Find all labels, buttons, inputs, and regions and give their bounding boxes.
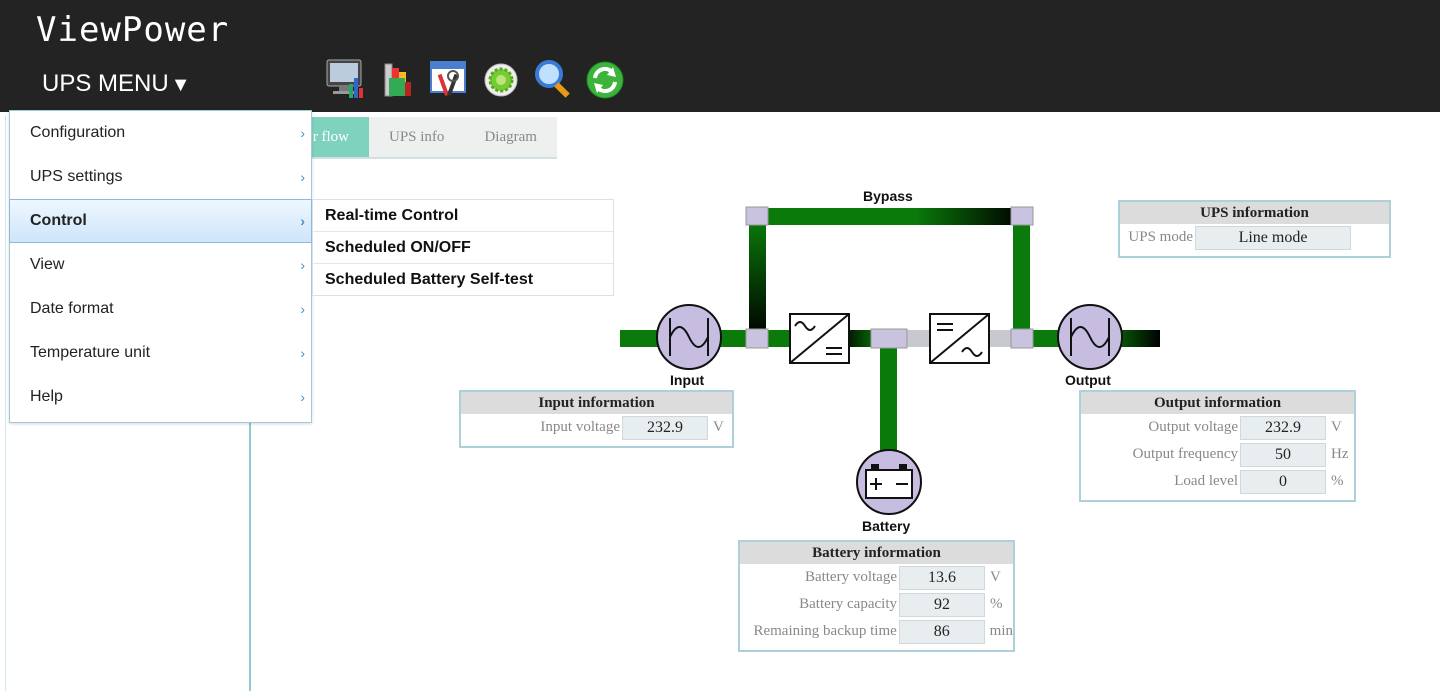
app-title: ViewPower xyxy=(36,10,230,50)
menu-item-control[interactable]: Control › xyxy=(9,199,312,243)
connector-bypass-right xyxy=(1010,206,1034,226)
battery-capacity-label: Battery capacity xyxy=(799,596,897,612)
output-voltage-row: Output voltage 232.9 V xyxy=(1081,414,1354,441)
backup-time-row: Remaining backup time 86 min xyxy=(740,618,1013,645)
backup-time-label: Remaining backup time xyxy=(753,623,897,639)
input-voltage-value: 232.9 xyxy=(622,415,708,440)
rectifier-icon xyxy=(789,313,850,364)
load-level-unit: % xyxy=(1331,473,1344,489)
output-voltage-label: Output voltage xyxy=(1148,419,1238,435)
output-info-panel: Output information Output voltage 232.9 … xyxy=(1079,390,1356,502)
menu-item-date-format[interactable]: Date format › xyxy=(10,287,311,331)
magnifier-icon[interactable] xyxy=(533,58,573,100)
chevron-right-icon: › xyxy=(300,301,305,317)
bypass-left-line xyxy=(749,220,766,338)
battery-info-title: Battery information xyxy=(740,542,1013,564)
refresh-icon[interactable] xyxy=(585,58,625,100)
output-info-title: Output information xyxy=(1081,392,1354,414)
menu-item-configuration[interactable]: Configuration › xyxy=(10,111,311,155)
output-frequency-label: Output frequency xyxy=(1132,446,1238,462)
bypass-line xyxy=(756,208,1022,225)
inverter-icon xyxy=(929,313,990,364)
caret-down-icon: ▼ xyxy=(170,74,191,96)
backup-time-unit: min xyxy=(989,623,1013,639)
menu-item-label: Temperature unit xyxy=(30,344,151,361)
connector-bypass-left xyxy=(745,206,769,226)
chevron-right-icon: › xyxy=(300,345,305,361)
battery-voltage-unit: V xyxy=(990,569,1001,585)
menu-item-view[interactable]: View › xyxy=(10,243,311,287)
battery-line xyxy=(880,345,897,455)
battery-capacity-unit: % xyxy=(990,596,1003,612)
ups-mode-row: UPS mode Line mode xyxy=(1120,224,1389,251)
submenu-item-real-time-control[interactable]: Real-time Control xyxy=(313,200,613,232)
menu-item-label: UPS settings xyxy=(30,168,123,185)
chevron-right-icon: › xyxy=(300,125,305,141)
input-voltage-row: Input voltage 232.9 V xyxy=(461,414,732,441)
window-tools-icon[interactable] xyxy=(429,58,469,100)
output-ac-icon xyxy=(1057,304,1123,370)
tab-ups-info[interactable]: UPS info xyxy=(369,117,465,157)
menu-item-label: Help xyxy=(30,388,63,405)
chevron-right-icon: › xyxy=(300,213,305,229)
ups-menu-dropdown: Configuration › UPS settings › Control › Vi… xyxy=(9,110,312,423)
output-frequency-row: Output frequency 50 Hz xyxy=(1081,441,1354,468)
toolbar xyxy=(325,58,625,100)
input-voltage-label: Input voltage xyxy=(540,419,620,435)
input-label: Input xyxy=(670,372,705,388)
input-ac-icon xyxy=(656,304,722,370)
battery-capacity-value: 92 xyxy=(899,592,985,617)
load-level-value: 0 xyxy=(1240,469,1326,494)
battery-voltage-value: 13.6 xyxy=(899,565,985,590)
control-submenu: Real-time Control Scheduled ON/OFF Sched… xyxy=(312,199,614,296)
gear-icon[interactable] xyxy=(481,58,521,100)
books-icon[interactable] xyxy=(377,58,417,100)
chevron-right-icon: › xyxy=(300,257,305,273)
output-frequency-value: 50 xyxy=(1240,442,1326,467)
input-voltage-unit: V xyxy=(713,419,724,435)
tab-diagram[interactable]: Diagram xyxy=(464,117,557,157)
input-info-title: Input information xyxy=(461,392,732,414)
ups-info-panel: UPS information UPS mode Line mode xyxy=(1118,200,1391,258)
connector-input-junction xyxy=(745,328,769,349)
ups-info-title: UPS information xyxy=(1120,202,1389,224)
battery-info-panel: Battery information Battery voltage 13.6… xyxy=(738,540,1015,652)
connector-battery-junction xyxy=(870,328,908,349)
output-voltage-unit: V xyxy=(1331,419,1342,435)
menu-item-label: View xyxy=(30,256,65,273)
menu-item-help[interactable]: Help › xyxy=(10,375,311,419)
battery-label: Battery xyxy=(862,518,911,534)
submenu-item-scheduled-battery-self-test[interactable]: Scheduled Battery Self-test xyxy=(325,271,534,288)
chevron-right-icon: › xyxy=(300,169,305,185)
load-level-label: Load level xyxy=(1174,473,1238,489)
bypass-label: Bypass xyxy=(863,188,913,204)
submenu-item-scheduled-on-off[interactable]: Scheduled ON/OFF xyxy=(313,232,613,264)
menu-item-label: Date format xyxy=(30,300,114,317)
ups-menu-button[interactable]: UPS MENU▼ xyxy=(42,70,190,98)
battery-capacity-row: Battery capacity 92 % xyxy=(740,591,1013,618)
battery-voltage-label: Battery voltage xyxy=(804,569,897,585)
ups-menu-label: UPS MENU xyxy=(42,70,169,97)
input-info-panel: Input information Input voltage 232.9 V xyxy=(459,390,734,448)
backup-time-value: 86 xyxy=(898,619,985,644)
battery-icon xyxy=(856,449,922,515)
header-bar: ViewPower UPS MENU▼ xyxy=(0,0,1440,112)
menu-item-ups-settings[interactable]: UPS settings › xyxy=(10,155,311,199)
menu-item-label: Control xyxy=(30,212,87,229)
load-level-row: Load level 0 % xyxy=(1081,468,1354,495)
bypass-right-line xyxy=(1013,220,1030,338)
output-label: Output xyxy=(1065,372,1111,388)
output-frequency-unit: Hz xyxy=(1331,446,1349,462)
menu-item-label: Configuration xyxy=(30,124,126,141)
monitor-chart-icon[interactable] xyxy=(325,58,365,100)
battery-voltage-row: Battery voltage 13.6 V xyxy=(740,564,1013,591)
menu-item-temperature-unit[interactable]: Temperature unit › xyxy=(10,331,311,375)
output-voltage-value: 232.9 xyxy=(1240,415,1326,440)
chevron-right-icon: › xyxy=(300,389,305,405)
connector-output-junction xyxy=(1010,328,1034,349)
ups-mode-label: UPS mode xyxy=(1128,229,1193,245)
ups-mode-value: Line mode xyxy=(1195,225,1351,250)
